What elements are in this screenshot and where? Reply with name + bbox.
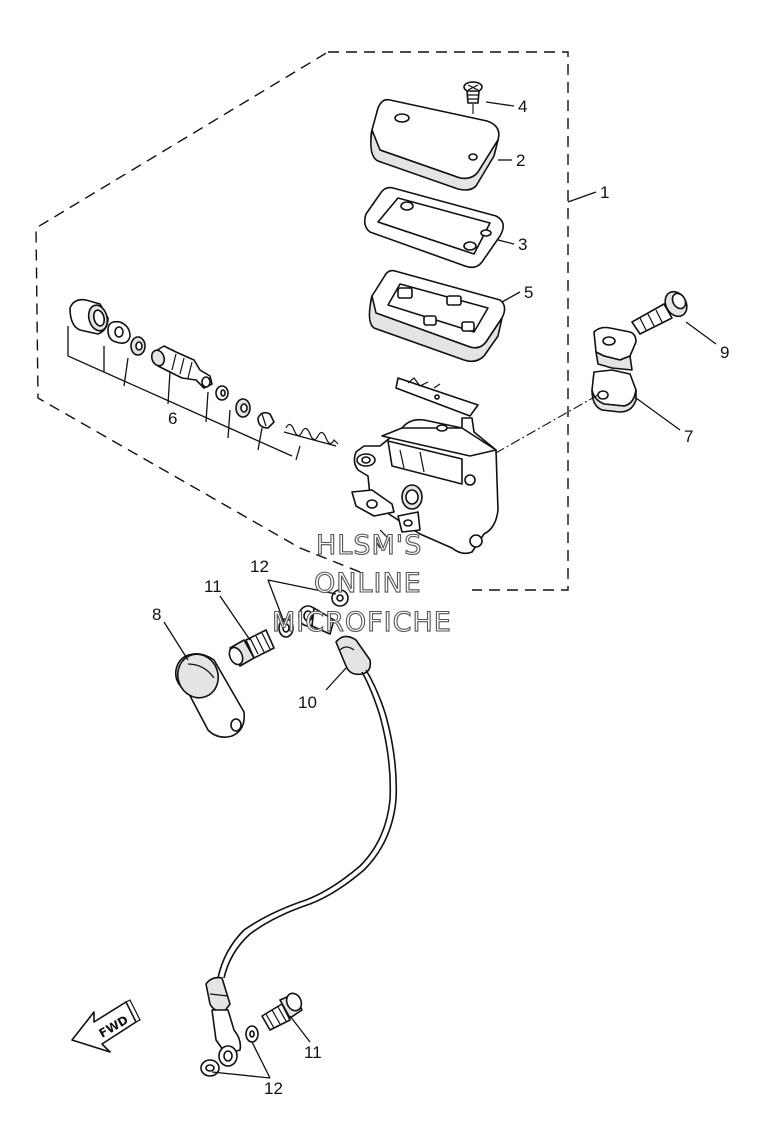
part-brake-hose bbox=[205, 605, 398, 1067]
watermark: HLSM'S ONLINE MICROFICHE bbox=[271, 529, 452, 638]
kit-leader bbox=[67, 326, 301, 461]
callout-12-lower: 12 bbox=[264, 1079, 283, 1098]
part-diaphragm-plate bbox=[395, 377, 479, 417]
watermark-line-3: MICROFICHE bbox=[272, 607, 452, 638]
watermark-line-2: ONLINE bbox=[314, 568, 422, 599]
part-master-cylinder-body bbox=[351, 417, 499, 555]
callout-6: 6 bbox=[168, 409, 177, 428]
part-reservoir-cap bbox=[370, 98, 500, 191]
callout-3: 3 bbox=[518, 235, 527, 254]
assembly-boundary bbox=[35, 51, 569, 591]
callout-9: 9 bbox=[720, 343, 729, 362]
callout-10: 10 bbox=[298, 693, 317, 712]
callout-leaders bbox=[163, 101, 717, 1079]
callout-11-upper: 11 bbox=[204, 577, 222, 596]
part-cylinder-kit bbox=[67, 298, 339, 461]
callout-2: 2 bbox=[516, 151, 525, 170]
part-diaphragm bbox=[368, 269, 506, 363]
part-holder-bolt bbox=[631, 290, 688, 335]
part-union-bolt-lower bbox=[261, 992, 303, 1031]
callout-labels: 1 2 3 4 5 6 7 8 9 10 11 11 12 12 bbox=[152, 97, 729, 1098]
callout-1: 1 bbox=[600, 183, 609, 202]
callout-7: 7 bbox=[684, 427, 693, 446]
callout-11-lower: 11 bbox=[304, 1043, 322, 1062]
watermark-line-1: HLSM'S bbox=[316, 530, 422, 561]
part-holder bbox=[493, 326, 637, 455]
callout-8: 8 bbox=[152, 605, 161, 624]
callout-4: 4 bbox=[518, 97, 527, 116]
part-union-bolt-upper bbox=[228, 629, 275, 667]
forward-arrow-icon: FWD bbox=[71, 999, 141, 1053]
part-rubber-cover bbox=[174, 652, 246, 738]
part-gasket bbox=[363, 186, 504, 269]
callout-12-upper: 12 bbox=[250, 557, 269, 576]
callout-5: 5 bbox=[524, 283, 533, 302]
